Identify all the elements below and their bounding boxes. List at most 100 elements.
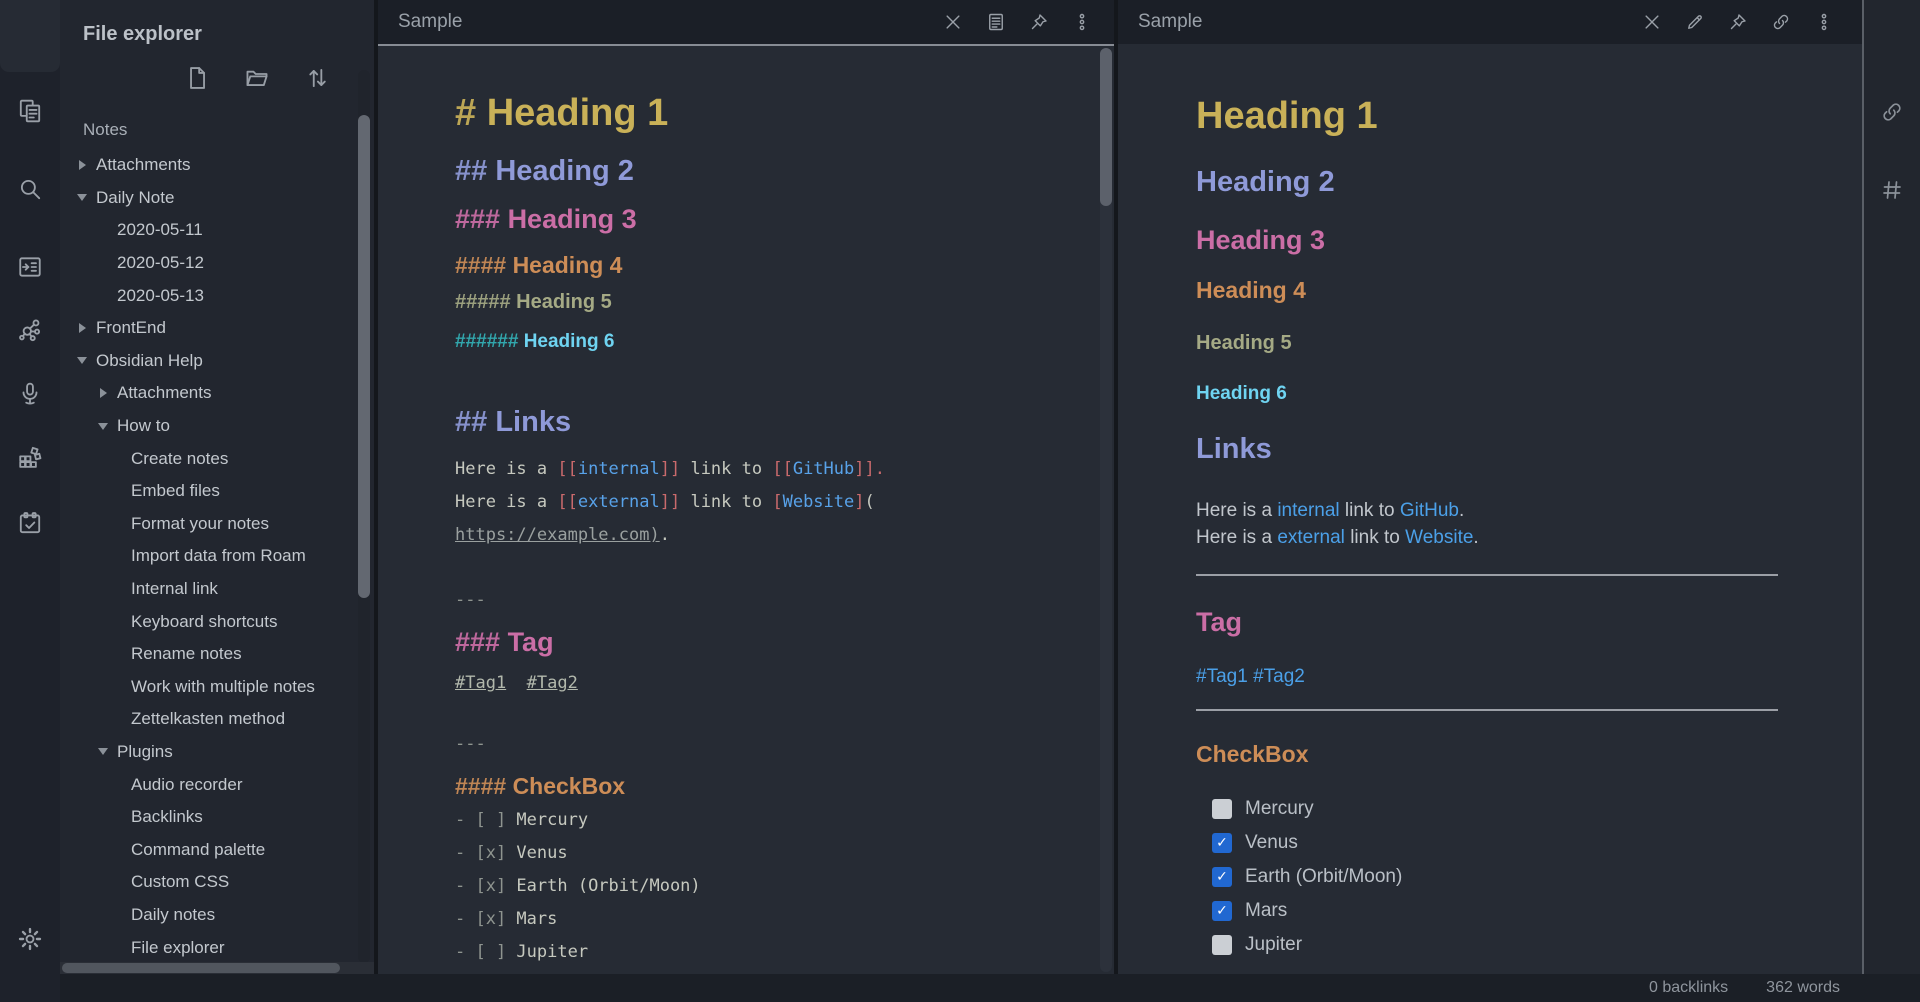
preview-link[interactable]: Website — [1405, 526, 1474, 548]
tree-item[interactable]: Attachments — [60, 149, 374, 182]
checkbox-unchecked[interactable] — [1212, 934, 1232, 955]
explorer-vertical-scrollbar-thumb[interactable] — [358, 115, 370, 598]
tree-item[interactable]: 2020-05-13 — [60, 279, 374, 312]
checklist-item: Jupiter — [1212, 928, 1862, 962]
search-icon[interactable] — [17, 176, 43, 202]
tree-item[interactable]: Embed files — [60, 475, 374, 508]
source-text: --- — [455, 734, 486, 755]
new-note-icon[interactable] — [184, 65, 210, 91]
url-link[interactable]: https://example.com) — [455, 525, 660, 546]
pin-icon[interactable] — [1728, 12, 1748, 32]
tree-item[interactable]: Format your notes — [60, 508, 374, 541]
preview-link[interactable]: #Tag1 — [1196, 666, 1248, 688]
tag-link[interactable]: #Tag1 — [455, 673, 507, 694]
checkbox-checked[interactable]: ✓ — [1212, 866, 1232, 887]
tree-item[interactable]: Create notes — [60, 442, 374, 475]
tree-item[interactable]: 2020-05-11 — [60, 214, 374, 247]
source-text: - [ ] — [455, 942, 517, 963]
tree-item[interactable]: Internal link — [60, 573, 374, 606]
tree-item[interactable]: Keyboard shortcuts — [60, 605, 374, 638]
tree-item[interactable]: Custom CSS — [60, 866, 374, 899]
collapse-arrow-icon[interactable] — [95, 388, 111, 399]
link-icon[interactable] — [1771, 12, 1791, 32]
source-scrollbar-thumb[interactable] — [1100, 48, 1112, 206]
settings-gear-icon[interactable] — [17, 926, 43, 952]
tree-item[interactable]: Attachments — [60, 377, 374, 410]
preview-link[interactable]: internal — [1277, 499, 1340, 521]
more-options-icon[interactable] — [1814, 12, 1834, 32]
tree-item[interactable]: Audio recorder — [60, 768, 374, 801]
preview-link[interactable]: external — [1277, 526, 1345, 548]
checkbox-unchecked[interactable] — [1212, 798, 1232, 819]
tree-item-label: Command palette — [131, 839, 266, 859]
checkbox-checked[interactable]: ✓ — [1212, 832, 1232, 853]
preview-paragraph: #Tag1 #Tag2 — [1196, 663, 1862, 690]
edit-view-icon[interactable] — [1685, 12, 1705, 32]
microphone-icon[interactable] — [17, 381, 43, 407]
collapse-arrow-icon[interactable] — [74, 194, 90, 202]
source-line: - [x] Earth (Orbit/Moon) — [455, 870, 1102, 903]
source-text: - [x] — [455, 876, 517, 897]
collapse-arrow-icon[interactable] — [74, 357, 90, 365]
change-sort-order-icon[interactable] — [304, 65, 330, 91]
close-icon[interactable] — [1642, 12, 1662, 32]
more-options-icon[interactable] — [1072, 12, 1092, 32]
tag-link[interactable]: #Tag2 — [526, 673, 578, 694]
insert-template-icon[interactable] — [17, 254, 43, 280]
preview-link[interactable]: #Tag2 — [1253, 666, 1305, 688]
explorer-horizontal-scrollbar-thumb[interactable] — [62, 963, 340, 973]
new-folder-icon[interactable] — [244, 65, 270, 91]
tree-item[interactable]: Rename notes — [60, 638, 374, 671]
pin-icon[interactable] — [1029, 12, 1049, 32]
tree-item[interactable]: Zettelkasten method — [60, 703, 374, 736]
tree-item-label: Format your notes — [131, 513, 269, 533]
tree-item[interactable]: Command palette — [60, 833, 374, 866]
preview-link[interactable]: GitHub — [1399, 499, 1459, 521]
link-icon[interactable] — [1880, 100, 1904, 124]
graph-icon[interactable] — [17, 317, 43, 343]
close-icon[interactable] — [943, 12, 963, 32]
checkbox-label: Mars — [1245, 899, 1288, 921]
wiki-link[interactable]: external — [577, 492, 660, 513]
tree-item[interactable]: Plugins — [60, 736, 374, 769]
tree-item-label: Work with multiple notes — [131, 676, 315, 696]
collapse-arrow-icon[interactable] — [74, 160, 90, 171]
source-text: ]] — [659, 459, 681, 480]
tree-item[interactable]: File explorer — [60, 931, 374, 964]
tree-item[interactable]: Import data from Roam — [60, 540, 374, 573]
tags-icon[interactable] — [1880, 178, 1904, 202]
random-note-icon[interactable] — [17, 445, 43, 471]
daily-note-icon[interactable] — [17, 510, 43, 536]
collapse-arrow-icon[interactable] — [95, 422, 111, 430]
preview-text: Here is a — [1196, 499, 1278, 521]
tree-item[interactable]: Work with multiple notes — [60, 671, 374, 704]
wiki-link[interactable]: GitHub — [792, 459, 855, 480]
tree-item[interactable]: Backlinks — [60, 801, 374, 834]
documents-icon[interactable] — [17, 98, 43, 124]
tree-item-label: Obsidian Help — [96, 350, 203, 370]
preview-heading-h4: Heading 4 — [1196, 276, 1306, 303]
tree-item[interactable]: 2020-05-12 — [60, 247, 374, 280]
tree-item[interactable]: Daily notes — [60, 899, 374, 932]
source-text: [ — [772, 492, 783, 513]
collapse-arrow-icon[interactable] — [74, 323, 90, 334]
tree-item-label: Rename notes — [131, 644, 242, 664]
tree-item-label: Keyboard shortcuts — [131, 611, 278, 631]
source-heading-h3: ### Heading 3 — [455, 204, 637, 235]
source-text: link to — [680, 492, 773, 513]
reading-view-icon[interactable] — [986, 12, 1006, 32]
tree-item-label: 2020-05-13 — [117, 285, 204, 305]
tree-item[interactable]: Daily Note — [60, 182, 374, 215]
tree-item[interactable]: FrontEnd — [60, 312, 374, 345]
preview-heading-h2: Heading 2 — [1196, 165, 1335, 198]
tree-item[interactable]: How to — [60, 410, 374, 443]
vault-root-label[interactable]: Notes — [83, 120, 128, 139]
tree-item[interactable]: Obsidian Help — [60, 345, 374, 378]
horizontal-rule — [1196, 573, 1778, 576]
source-scrollbar-track[interactable] — [1100, 48, 1112, 972]
checkbox-checked[interactable]: ✓ — [1212, 900, 1232, 921]
collapse-arrow-icon[interactable] — [95, 748, 111, 756]
wiki-link[interactable]: internal — [577, 459, 660, 480]
wiki-link[interactable]: Website — [782, 492, 855, 513]
